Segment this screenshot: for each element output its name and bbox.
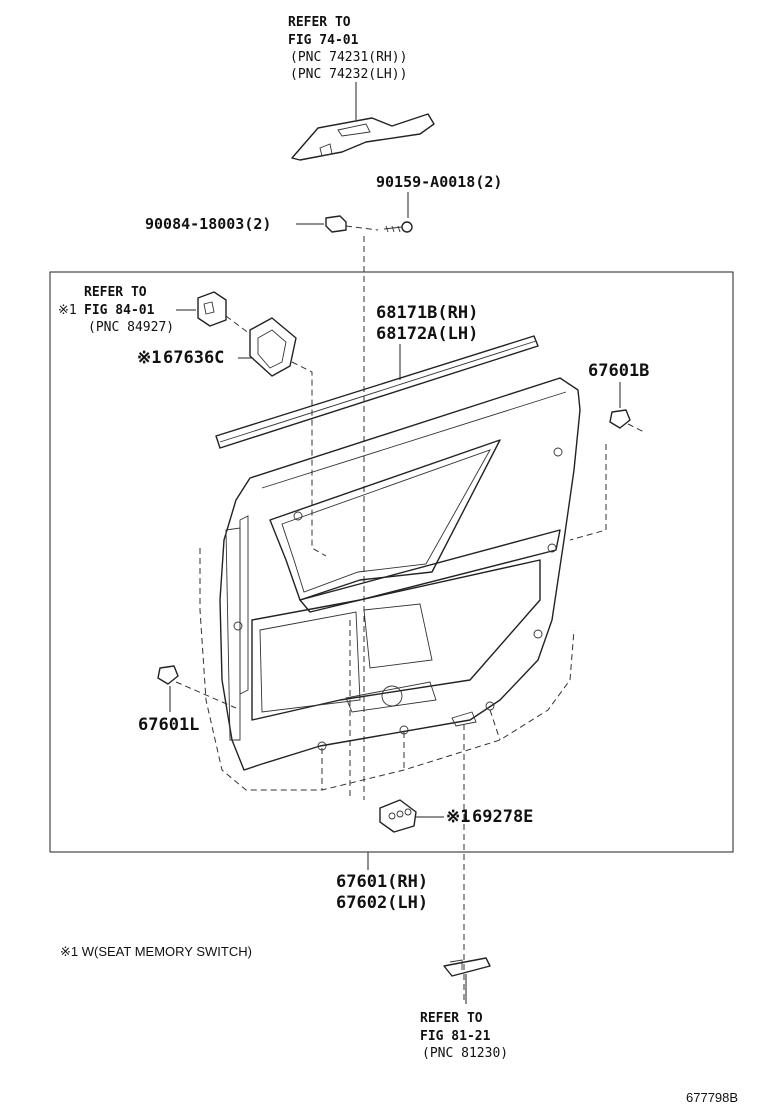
- diagram-id: 677798B: [686, 1090, 738, 1105]
- weatherstrip: [215, 335, 539, 449]
- top-ref-line-2: FIG 74-01: [288, 33, 359, 48]
- switch-part-number: 69278E: [472, 807, 533, 827]
- left-reference-callout: REFER TO ※1 FIG 84-01 (PNC 84927): [58, 285, 174, 335]
- weatherstrip-rh: 68171B(RH): [376, 303, 478, 323]
- switch-bezel: [249, 317, 297, 377]
- clip-dash-3: [489, 709, 501, 741]
- left-ref-line-2: FIG 84-01: [84, 303, 155, 318]
- left-ref-line-3: (PNC 84927): [88, 320, 174, 335]
- assembly-frame: [49, 271, 734, 853]
- top-ref-line-3: (PNC 74231(RH)): [290, 50, 407, 65]
- top-reference-callout: REFER TO FIG 74-01 (PNC 74231(RH)) (PNC …: [288, 15, 407, 82]
- screw-part-number: 90159-A0018(2): [376, 173, 502, 191]
- bottom-ref-line-1: REFER TO: [420, 1011, 483, 1026]
- clip-right-part-number: 67601B: [588, 361, 649, 381]
- armrest-upper-panel: [291, 113, 435, 161]
- panel-rh: 67601(RH): [336, 872, 428, 892]
- weatherstrip-lh: 68172A(LH): [376, 324, 478, 344]
- bottom-ref-line-2: FIG 81-21: [420, 1029, 491, 1044]
- clip-right-dash: [569, 444, 607, 541]
- clip-left-part-number: 67601L: [138, 715, 199, 735]
- clip-left-dash: [175, 681, 237, 709]
- bottom-ref-line-3: (PNC 81230): [422, 1046, 508, 1061]
- door-trim-panel: [219, 377, 581, 771]
- switch-dash: [225, 315, 251, 335]
- switch-mark: ※1: [446, 807, 470, 827]
- bezel-dash: [291, 361, 327, 557]
- clip-right-icon: [609, 409, 645, 433]
- panel-clip-dash-outline: [199, 548, 575, 791]
- clip-part-number: 90084-18003(2): [145, 215, 271, 233]
- screw-icon: [383, 221, 413, 233]
- bezel-mark: ※1: [137, 348, 161, 368]
- seat-memory-switch: [379, 799, 417, 833]
- power-window-switch: [197, 291, 227, 327]
- top-ref-line-1: REFER TO: [288, 15, 351, 30]
- inside-handle-bezel: [443, 957, 491, 977]
- left-ref-line-1: REFER TO: [84, 285, 147, 300]
- footnote: ※1 W(SEAT MEMORY SWITCH): [60, 944, 252, 959]
- clip-left-icon: [157, 665, 179, 685]
- panel-lh: 67602(LH): [336, 893, 428, 913]
- left-ref-mark: ※1: [58, 303, 77, 318]
- bezel-part-number: 67636C: [163, 348, 224, 368]
- top-ref-line-4: (PNC 74232(LH)): [290, 67, 407, 82]
- bottom-reference-callout: REFER TO FIG 81-21 (PNC 81230): [420, 1011, 508, 1061]
- clip-icon: [325, 215, 379, 233]
